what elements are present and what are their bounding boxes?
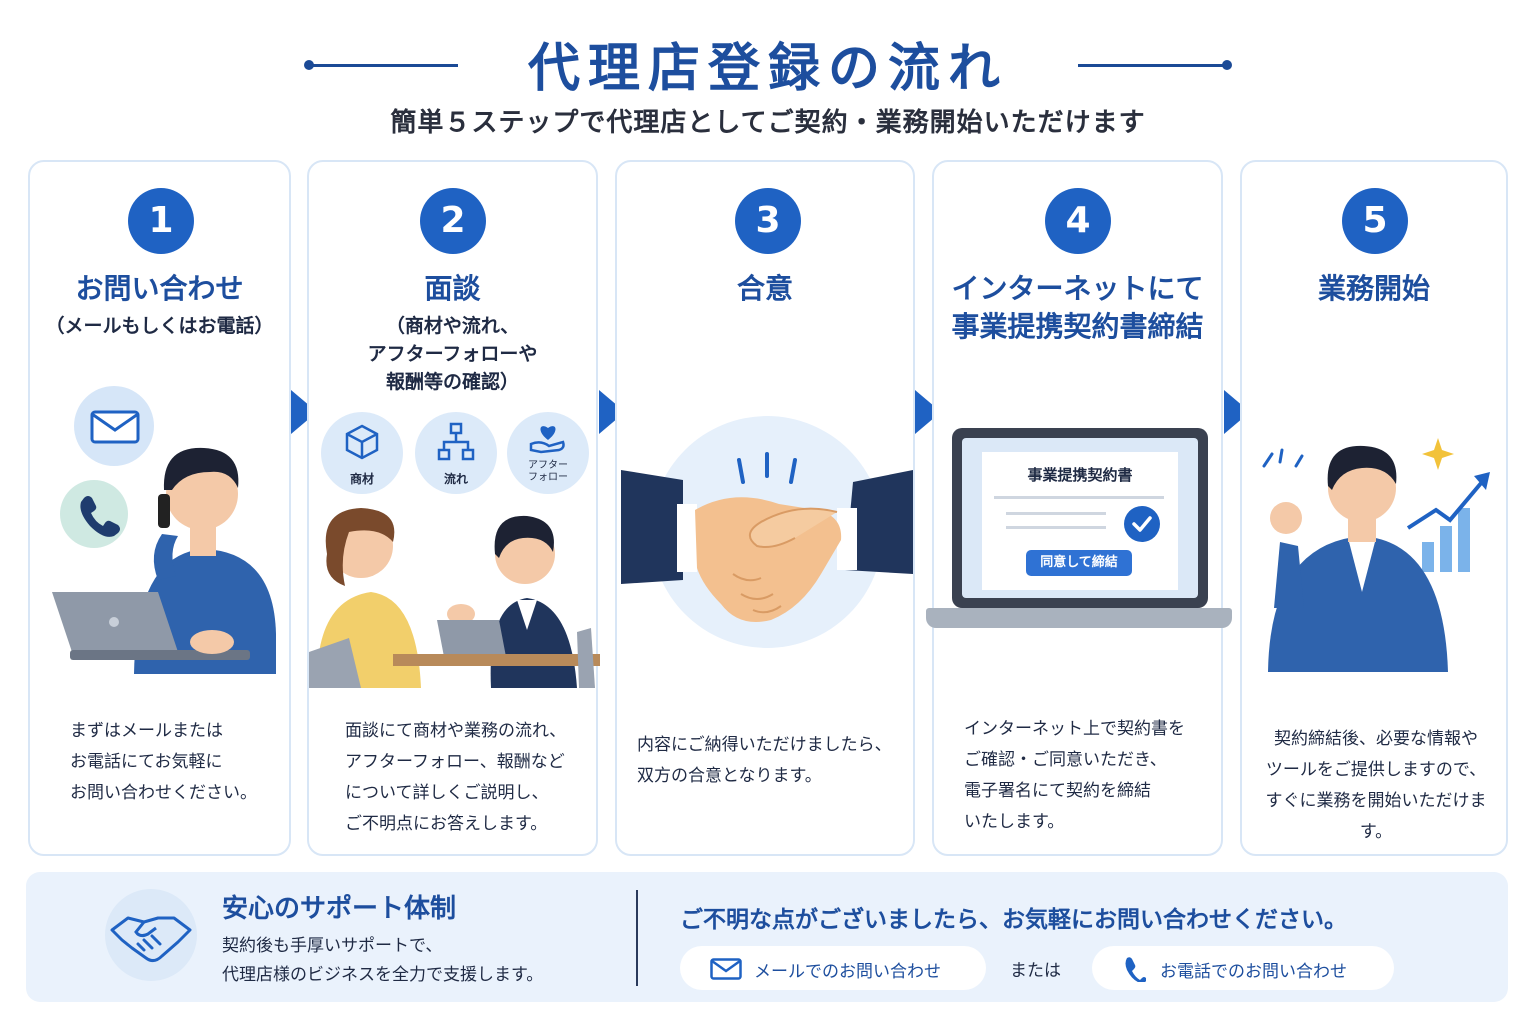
step-card-5: 5 業務開始 契約締結後、必要な情報や ツールをご提供しますので、 すぐに業務を… — [1240, 160, 1508, 856]
laptop-keyboard — [926, 608, 1232, 628]
step-subtitle: （メールもしくはお電話） — [45, 315, 274, 337]
step-number-badge: 5 — [1342, 188, 1408, 254]
mail-contact-label: メールでのお問い合わせ — [754, 962, 941, 982]
page-title: 代理店登録の流れ — [527, 39, 1008, 99]
box-icon — [345, 424, 379, 460]
phone-icon — [80, 496, 120, 537]
step-number-badge: 3 — [735, 188, 801, 254]
step-title: インターネットにて 事業提携契約書締結 — [951, 272, 1204, 343]
laptop-screen: 事業提携契約書 同意して締結 — [952, 428, 1208, 608]
mail-icon — [90, 410, 140, 444]
step-number-badge: 4 — [1045, 188, 1111, 254]
or-text: または — [1010, 961, 1061, 981]
step-description: まずはメールまたは お電話にてお気軽に お問い合わせください。 — [70, 721, 257, 803]
topic-bubble-flow: 流れ — [415, 412, 497, 494]
step-card-2: 2 面談 （商材や流れ、 アフターフォローや 報酬等の確認） 商材 流れ アフタ… — [307, 160, 600, 856]
heart-hand-icon — [529, 426, 565, 454]
phone-icon — [1125, 957, 1146, 982]
phone-contact-label: お電話でのお問い合わせ — [1160, 962, 1347, 982]
step-subtitle: （商材や流れ、 アフターフォローや 報酬等の確認） — [367, 315, 538, 393]
business-person-illustration — [1262, 438, 1490, 672]
support-contact-panel: 安心のサポート体制 契約後も手厚いサポートで、 代理店様のビジネスを全力で支援し… — [26, 872, 1508, 1002]
agree-and-sign-button[interactable]: 同意して締結 — [1026, 550, 1132, 576]
title-decor-line-left — [308, 64, 458, 67]
step-description: 面談にて商材や業務の流れ、 アフターフォロー、報酬など について詳しくご説明し、… — [345, 721, 567, 834]
handshake-illustration — [621, 416, 913, 648]
page-header: 代理店登録の流れ 簡単５ステップで代理店としてご契約・業務開始いただけます — [0, 18, 1536, 148]
phone-contact-button[interactable]: お電話でのお問い合わせ — [1092, 946, 1394, 990]
step-number-badge: 2 — [420, 188, 486, 254]
flow-chart-icon — [437, 422, 475, 461]
topic-bubble-product: 商材 — [321, 412, 403, 494]
mail-contact-button[interactable]: メールでのお問い合わせ — [680, 946, 986, 990]
step-card-1: 1 お問い合わせ （メールもしくはお電話） まずはメールまたは お電話にてお気軽… — [28, 160, 291, 856]
document-title: 事業提携契約書 — [1027, 466, 1133, 484]
contract-document: 事業提携契約書 同意して締結 — [982, 452, 1178, 590]
support-text: 契約後も手厚いサポートで、 代理店様のビジネスを全力で支援します。 — [222, 936, 544, 985]
step-title: 業務開始 — [1317, 272, 1430, 305]
title-decor-dot-left — [304, 60, 314, 70]
contact-person-illustration — [52, 386, 276, 674]
step-description: インターネット上で契約書を ご確認・ご同意いただき、 電子署名にて契約を締結 い… — [964, 719, 1185, 832]
step-card-3: 3 合意 内容にご納得いただけましたら、 双方の合意となります。 — [615, 160, 915, 856]
step-title: お問い合わせ — [75, 272, 244, 305]
step-number-badge: 1 — [128, 188, 194, 254]
topic-bubble-aftercare: アフター フォロー — [507, 412, 589, 494]
step-title: 合意 — [736, 272, 793, 305]
page-subtitle: 簡単５ステップで代理店としてご契約・業務開始いただけます — [390, 108, 1146, 138]
title-decor-line-right — [1078, 64, 1228, 67]
title-decor-dot-right — [1222, 60, 1232, 70]
contact-title: ご不明な点がございましたら、お気軽にお問い合わせください。 — [680, 907, 1347, 933]
step-title: 面談 — [424, 272, 481, 305]
check-icon — [1124, 506, 1160, 542]
support-title: 安心のサポート体制 — [222, 894, 457, 924]
panel-divider — [636, 890, 638, 986]
step-card-4: 4 インターネットにて 事業提携契約書締結 事業提携契約書 同意して締結 インタ… — [926, 160, 1232, 856]
meeting-illustration — [309, 508, 600, 688]
support-handshake-icon — [105, 889, 197, 981]
title-row: 代理店登録の流れ — [0, 24, 1536, 104]
step-description: 内容にご納得いただけましたら、 双方の合意となります。 — [637, 735, 892, 786]
mail-icon — [710, 958, 742, 980]
step-description: 契約締結後、必要な情報や ツールをご提供しますので、 すぐに業務を開始いただけま… — [1265, 729, 1487, 842]
